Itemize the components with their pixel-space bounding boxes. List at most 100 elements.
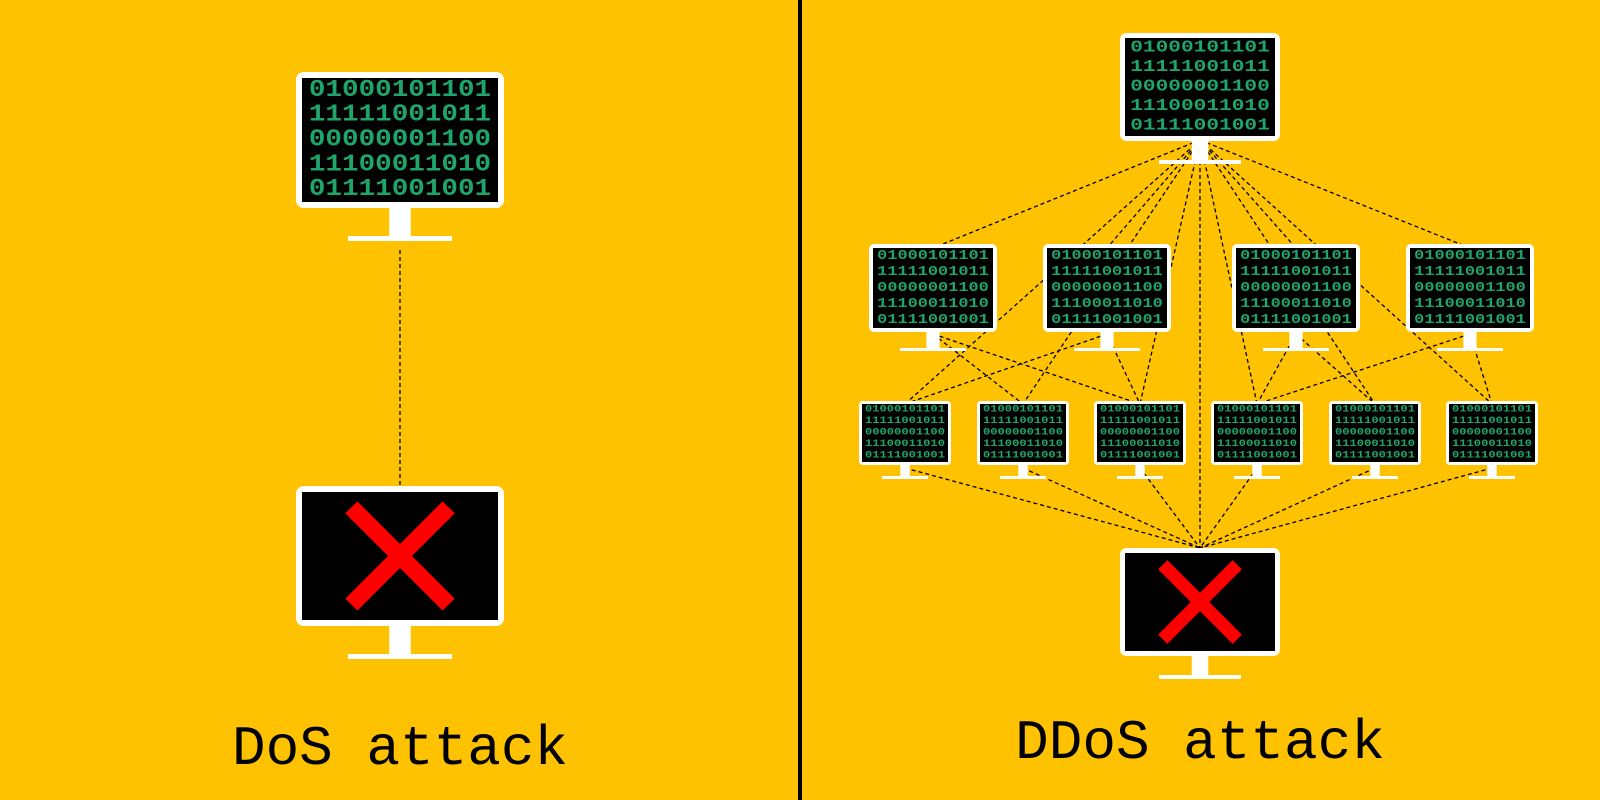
monitor-icon <box>1125 38 1275 136</box>
binary-code-line: 01000101101 <box>865 404 945 415</box>
monitor-icon <box>1236 248 1356 328</box>
binary-code-line: 01111001001 <box>1414 312 1526 328</box>
binary-code-line: 01000101101 <box>1217 404 1297 415</box>
dashed-connection-line <box>904 333 1108 405</box>
dashed-connection-line <box>932 333 1024 405</box>
monitor-base <box>900 348 966 351</box>
binary-code-line: 11100011010 <box>1240 296 1352 312</box>
binary-code-line: 11100011010 <box>983 439 1063 450</box>
binary-code-line: 00000001100 <box>983 428 1063 439</box>
binary-code-line: 01000101101 <box>309 77 491 104</box>
binary-code-line: 00000001100 <box>1130 78 1270 97</box>
binary-code-line: 01111001001 <box>1240 312 1352 328</box>
monitor-stand <box>900 460 910 476</box>
monitor-icon <box>862 404 948 462</box>
binary-code-line: 11100011010 <box>1130 97 1270 116</box>
monitor-icon <box>1410 248 1530 328</box>
binary-code-line: 11100011010 <box>1414 296 1526 312</box>
dashed-connection-line <box>1139 467 1201 549</box>
monitor-base <box>348 654 452 659</box>
monitor-icon <box>1449 404 1535 462</box>
dashed-connection-line <box>932 333 1141 405</box>
red-x-icon <box>345 501 455 611</box>
monitor-icon <box>873 248 993 328</box>
monitor-icon <box>980 404 1066 462</box>
binary-code-line: 00000001100 <box>309 127 491 154</box>
binary-code-line: 01111001001 <box>865 451 945 462</box>
binary-code-line: 01111001001 <box>1452 451 1532 462</box>
monitor-base <box>1437 348 1503 351</box>
binary-code-line: 01000101101 <box>877 248 989 264</box>
monitor-base <box>348 236 452 241</box>
dashed-connection-line <box>1022 467 1201 549</box>
binary-code-line: 11100011010 <box>309 151 491 178</box>
binary-code-line: 01000101101 <box>1335 404 1415 415</box>
dashed-connection-line <box>1199 467 1493 549</box>
binary-code-line: 01111001001 <box>309 176 491 203</box>
monitor-stand <box>1370 460 1380 476</box>
dashed-connection-line <box>1199 139 1471 249</box>
binary-code-line: 11111001011 <box>309 102 491 129</box>
binary-code-line: 00000001100 <box>1414 280 1526 296</box>
binary-code-line: 01111001001 <box>983 451 1063 462</box>
dashed-connection-line <box>1295 333 1376 405</box>
monitor-base <box>882 476 928 479</box>
monitor-base <box>1352 476 1398 479</box>
binary-code-line: 00000001100 <box>1100 428 1180 439</box>
binary-code-line: 11100011010 <box>1452 439 1532 450</box>
monitor-base <box>1469 476 1515 479</box>
dashed-connection-line <box>1256 333 1297 405</box>
dos-victim-computer <box>296 486 504 659</box>
dashed-connection-line <box>904 467 1201 549</box>
binary-code-line: 11111001011 <box>1100 416 1180 427</box>
binary-code-line: 11111001011 <box>1130 58 1270 77</box>
dashed-connection-line <box>1106 139 1201 249</box>
monitor-stand <box>389 200 411 236</box>
dashed-connection-line <box>1199 139 1297 249</box>
dashed-connection-line <box>1256 333 1471 405</box>
dashed-connection-line <box>1199 467 1376 549</box>
binary-code-line: 01111001001 <box>1100 451 1180 462</box>
ddos-handler-computer-3: 0100010110111111001011000000011001110001… <box>1232 244 1360 351</box>
ddos-handler-computer-4: 0100010110111111001011000000011001110001… <box>1406 244 1534 351</box>
monitor-base <box>1074 348 1140 351</box>
monitor-stand <box>1487 460 1497 476</box>
binary-code-line: 01000101101 <box>983 404 1063 415</box>
ddos-bot-computer-6: 0100010110111111001011000000011001110001… <box>1446 401 1538 479</box>
monitor-stand <box>389 618 411 654</box>
monitor-icon <box>1332 404 1418 462</box>
binary-code-line: 11100011010 <box>1217 439 1297 450</box>
dashed-connection-line <box>1106 333 1141 405</box>
binary-code-line: 11111001011 <box>983 416 1063 427</box>
binary-code-line: 11111001011 <box>1051 264 1163 280</box>
binary-code-line: 11100011010 <box>865 439 945 450</box>
monitor-base <box>1159 160 1241 164</box>
binary-code-line: 11111001011 <box>1452 416 1532 427</box>
dos-attacker-computer: 0100010110111111001011000000011001110001… <box>296 72 504 241</box>
computers: 0100010110111111001011000000011001110001… <box>296 33 1538 679</box>
ddos-master-computer: 0100010110111111001011000000011001110001… <box>1120 33 1280 164</box>
monitor-stand <box>1018 460 1028 476</box>
ddos-bot-computer-1: 0100010110111111001011000000011001110001… <box>859 401 951 479</box>
monitor-base <box>1263 348 1329 351</box>
monitor-stand <box>1252 460 1262 476</box>
connection-lines <box>399 139 1493 553</box>
binary-code-line: 01000101101 <box>1240 248 1352 264</box>
binary-code-line: 00000001100 <box>877 280 989 296</box>
binary-code-line: 11111001011 <box>1335 416 1415 427</box>
binary-code-line: 00000001100 <box>1240 280 1352 296</box>
ddos-victim-computer <box>1120 548 1280 679</box>
binary-code-line: 00000001100 <box>1335 428 1415 439</box>
ddos-bot-computer-2: 0100010110111111001011000000011001110001… <box>977 401 1069 479</box>
ddos-bot-computer-5: 0100010110111111001011000000011001110001… <box>1329 401 1421 479</box>
monitor-icon <box>1214 404 1300 462</box>
monitor-base <box>1117 476 1163 479</box>
dashed-connection-line <box>932 139 1201 249</box>
binary-code-line: 01000101101 <box>1414 248 1526 264</box>
dashed-connection-line <box>1199 139 1258 405</box>
binary-code-line: 11111001011 <box>865 416 945 427</box>
binary-code-line: 01111001001 <box>1130 117 1270 136</box>
binary-code-line: 01000101101 <box>1452 404 1532 415</box>
dashed-connection-line <box>1199 139 1376 405</box>
